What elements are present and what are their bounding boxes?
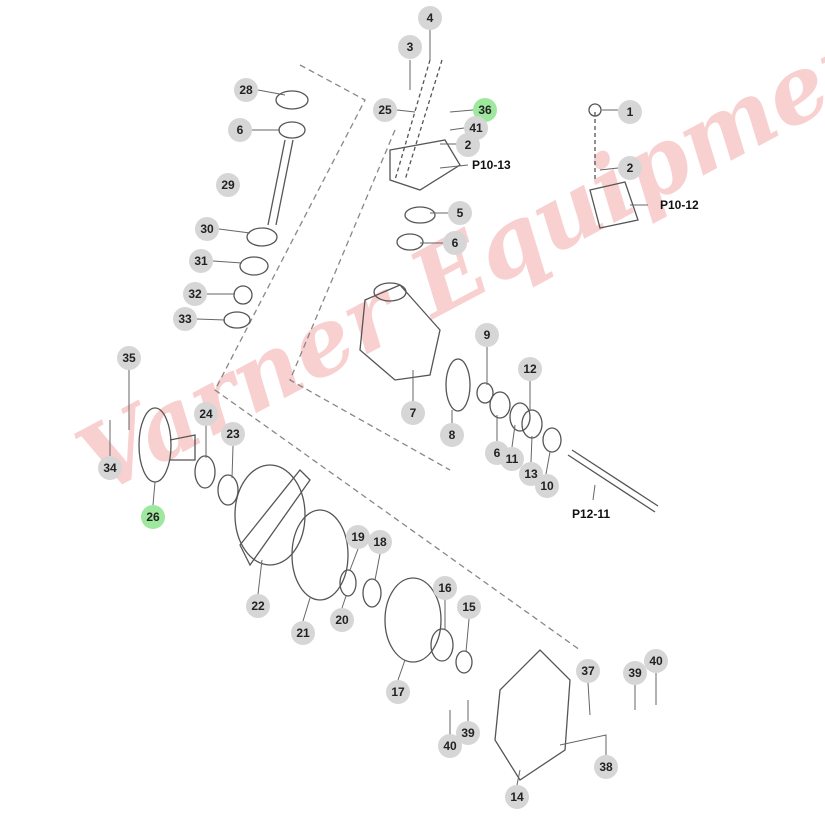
callout-6[interactable]: 6 (228, 118, 252, 142)
callout-2[interactable]: 2 (456, 133, 480, 157)
callout-38[interactable]: 38 (594, 755, 618, 779)
callout-20[interactable]: 20 (330, 608, 354, 632)
callout-22[interactable]: 22 (246, 594, 270, 618)
callout-32[interactable]: 32 (183, 282, 207, 306)
callout-21[interactable]: 21 (291, 621, 315, 645)
reference-p12-11[interactable]: P12-11 (572, 507, 611, 521)
callout-1[interactable]: 1 (618, 100, 642, 124)
callout-8[interactable]: 8 (440, 423, 464, 447)
callout-29[interactable]: 29 (216, 173, 240, 197)
callout-6[interactable]: 6 (443, 231, 467, 255)
callout-30[interactable]: 30 (195, 217, 219, 241)
callout-39[interactable]: 39 (456, 721, 480, 745)
reference-p10-12[interactable]: P10-12 (660, 198, 699, 212)
callout-34[interactable]: 34 (98, 456, 122, 480)
callout-4[interactable]: 4 (418, 6, 442, 30)
reference-p10-13[interactable]: P10-13 (472, 158, 511, 172)
callout-7[interactable]: 7 (401, 401, 425, 425)
callout-36-highlighted[interactable]: 36 (473, 98, 497, 122)
callout-12[interactable]: 12 (518, 357, 542, 381)
callout-3[interactable]: 3 (398, 35, 422, 59)
callout-35[interactable]: 35 (117, 346, 141, 370)
callout-16[interactable]: 16 (433, 576, 457, 600)
callout-19[interactable]: 19 (346, 525, 370, 549)
callout-14[interactable]: 14 (505, 785, 529, 809)
callout-18[interactable]: 18 (368, 530, 392, 554)
callout-25[interactable]: 25 (373, 98, 397, 122)
callout-17[interactable]: 17 (386, 680, 410, 704)
callout-31[interactable]: 31 (189, 249, 213, 273)
callout-33[interactable]: 33 (173, 307, 197, 331)
callout-28[interactable]: 28 (234, 78, 258, 102)
callout-40[interactable]: 40 (644, 649, 668, 673)
callout-23[interactable]: 23 (221, 422, 245, 446)
callout-5[interactable]: 5 (448, 201, 472, 225)
callout-15[interactable]: 15 (457, 595, 481, 619)
callout-9[interactable]: 9 (475, 323, 499, 347)
callout-10[interactable]: 10 (535, 474, 559, 498)
callout-26-highlighted[interactable]: 26 (141, 505, 165, 529)
callout-37[interactable]: 37 (576, 659, 600, 683)
callout-24[interactable]: 24 (194, 402, 218, 426)
callout-39[interactable]: 39 (623, 661, 647, 685)
callout-2[interactable]: 2 (618, 156, 642, 180)
